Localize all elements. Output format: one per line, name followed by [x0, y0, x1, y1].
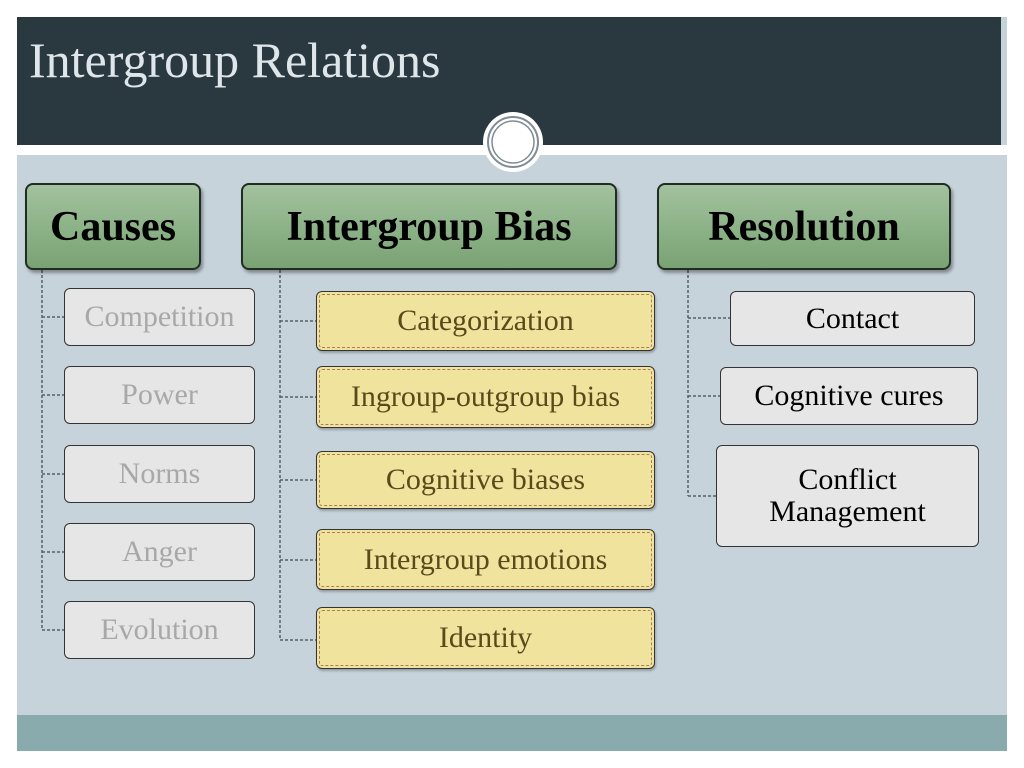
bias-item-identity: Identity [316, 607, 655, 669]
slide-title: Intergroup Relations [29, 32, 441, 88]
causes-header: Causes [25, 183, 201, 270]
resolution-item-cognitive-cures: Cognitive cures [720, 367, 978, 425]
bias-item-intergroup-emotions: Intergroup emotions [316, 529, 655, 590]
cause-item-norms: Norms [64, 445, 255, 503]
causes-connectors [41, 270, 64, 631]
bias-item-categorization: Categorization [316, 291, 655, 351]
intergroup-bias-header: Intergroup Bias [241, 183, 617, 270]
resolution-header: Resolution [657, 183, 951, 270]
bias-item-cognitive-biases: Cognitive biases [316, 451, 655, 509]
cause-item-competition: Competition [64, 288, 255, 346]
hierarchy-connectors [41, 270, 730, 641]
cause-item-evolution: Evolution [64, 601, 255, 659]
bias-item-ingroup-outgroup: Ingroup-outgroup bias [316, 366, 655, 428]
resolution-item-contact: Contact [730, 291, 975, 346]
bias-connectors [279, 270, 316, 641]
resolution-item-conflict-management: Conflict Management [716, 445, 979, 547]
slide: Intergroup Relations [17, 17, 1007, 751]
cause-item-anger: Anger [64, 523, 255, 581]
ring-ornament-icon [483, 112, 543, 172]
resolution-connectors [687, 270, 730, 497]
cause-item-power: Power [64, 366, 255, 424]
footer-bar [17, 715, 1007, 751]
